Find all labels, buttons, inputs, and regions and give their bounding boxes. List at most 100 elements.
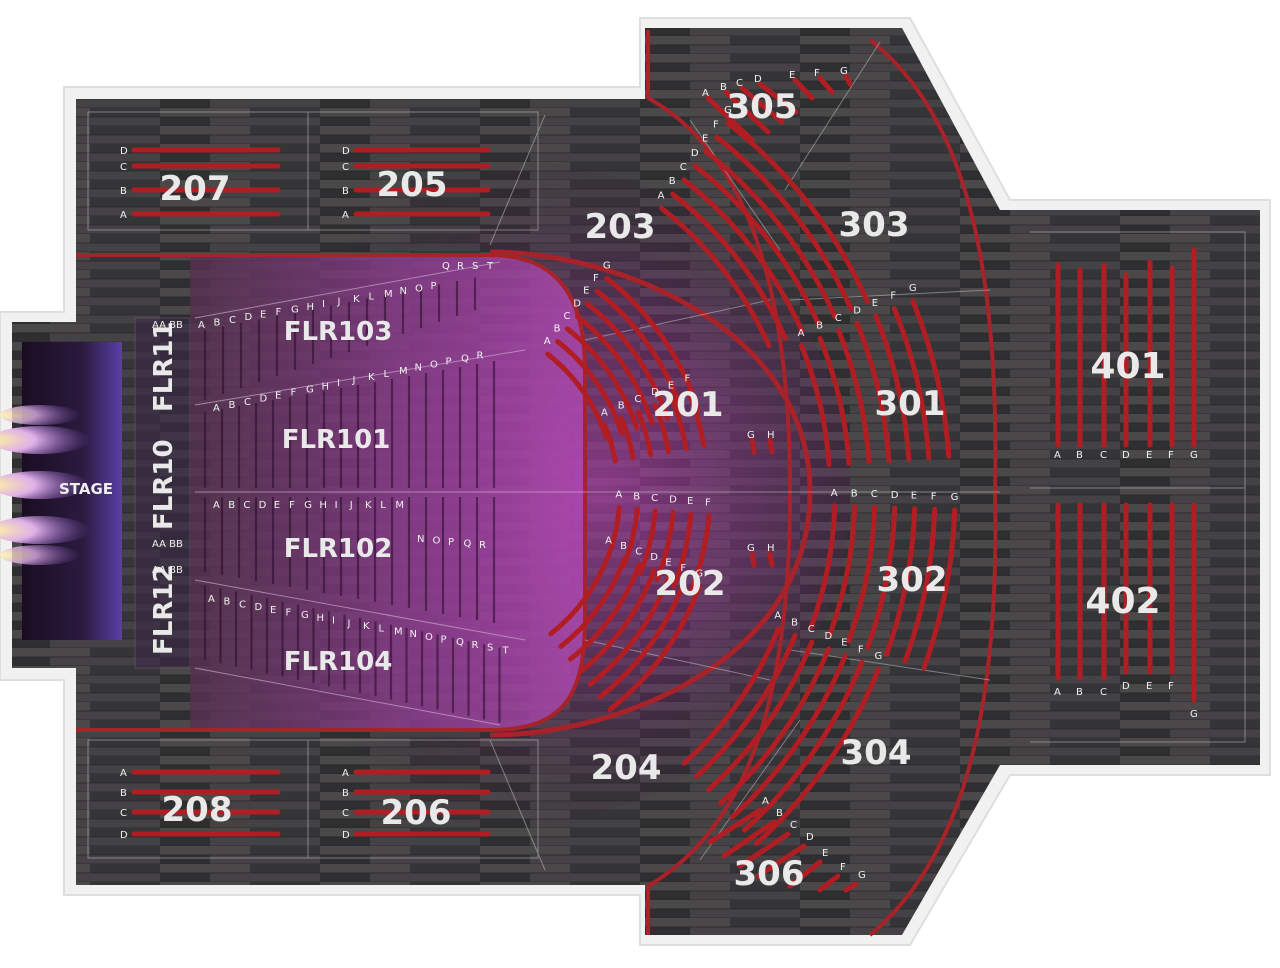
section-306[interactable]: 306 — [734, 854, 805, 894]
section-303[interactable]: 303 — [839, 205, 910, 245]
seat-row-306[interactable] — [787, 859, 823, 889]
seat-row-304[interactable] — [693, 633, 798, 780]
row-label-205: D — [342, 146, 350, 157]
row-label-flr104: G — [301, 610, 309, 621]
seat-row-204[interactable] — [558, 556, 627, 649]
seat-row-302[interactable] — [846, 504, 878, 644]
seat-row-304[interactable] — [742, 659, 865, 833]
seat-row-202[interactable] — [767, 551, 775, 568]
seat-row-302[interactable] — [827, 504, 858, 637]
seat-row-201[interactable] — [635, 409, 654, 458]
seat-row-305[interactable] — [705, 95, 755, 143]
seat-row-301[interactable] — [817, 335, 852, 466]
seat-row-303[interactable] — [681, 177, 805, 334]
seat-row-201[interactable] — [749, 437, 757, 455]
seat-row-201[interactable] — [669, 395, 689, 452]
section-207[interactable]: 207 — [160, 169, 231, 209]
seat-row-303[interactable] — [725, 120, 870, 305]
flr-side-strip[interactable] — [134, 317, 191, 669]
section-206[interactable]: 206 — [381, 793, 452, 833]
seat-row-203[interactable] — [604, 275, 701, 411]
section-flr104[interactable]: FLR104 — [284, 647, 393, 677]
seat-row-301[interactable] — [854, 320, 892, 464]
section-202[interactable]: 202 — [655, 564, 726, 604]
seat-row-202[interactable] — [687, 513, 712, 596]
section-flr10[interactable]: FLR10 — [149, 439, 179, 530]
seat-row-305[interactable] — [792, 77, 815, 101]
row-label-flr103: F — [276, 307, 282, 318]
seat-row-301[interactable] — [799, 343, 832, 468]
seat-row-306[interactable] — [707, 807, 763, 845]
seat-row-302[interactable] — [902, 506, 938, 664]
seat-row-303[interactable] — [670, 191, 788, 341]
section-flr12[interactable]: FLR12 — [149, 564, 179, 655]
seat-row-204[interactable] — [597, 578, 687, 700]
seat-row-204[interactable] — [577, 567, 657, 675]
section-201[interactable]: 201 — [653, 385, 724, 425]
seat-row-202[interactable] — [654, 509, 676, 583]
seat-row-305[interactable] — [757, 81, 799, 115]
seat-row-201[interactable] — [652, 402, 671, 455]
seat-row-204[interactable] — [587, 573, 672, 687]
seat-row-303[interactable] — [714, 134, 854, 312]
seat-row-201[interactable] — [619, 416, 636, 461]
seat-row-306[interactable] — [843, 881, 859, 893]
seat-row-304[interactable] — [754, 666, 882, 846]
seat-row-302[interactable] — [921, 507, 958, 671]
seat-row-203[interactable] — [574, 313, 655, 426]
seat-row-306[interactable] — [721, 819, 777, 859]
seat-row-203[interactable] — [584, 301, 670, 421]
seat-row-202[interactable] — [749, 551, 757, 568]
section-402[interactable]: 402 — [1085, 581, 1160, 622]
seat-row-305[interactable] — [843, 73, 853, 87]
seat-row-303[interactable] — [692, 163, 821, 327]
section-204[interactable]: 204 — [591, 748, 662, 788]
seat-row-304[interactable] — [717, 646, 831, 806]
section-203[interactable]: 203 — [585, 207, 656, 247]
seat-row-306[interactable] — [755, 843, 807, 879]
seat-row-203[interactable] — [594, 288, 685, 416]
section-flr102[interactable]: FLR102 — [284, 534, 393, 564]
seat-row-201[interactable] — [602, 422, 618, 464]
seat-row-201[interactable] — [686, 389, 707, 448]
section-flr101[interactable]: FLR101 — [282, 425, 391, 455]
seat-row-202[interactable] — [637, 508, 658, 576]
seat-row-301[interactable] — [836, 328, 872, 465]
seat-row-301[interactable] — [873, 313, 912, 462]
seat-row-204[interactable] — [548, 551, 612, 637]
seat-row-304[interactable] — [729, 653, 848, 820]
seat-row-203[interactable] — [545, 351, 609, 441]
row-label-402: A — [1054, 687, 1061, 698]
seat-row-204[interactable] — [568, 562, 642, 662]
seat-row-203[interactable] — [564, 326, 640, 431]
seat-row-303[interactable] — [659, 205, 772, 349]
seat-row-304[interactable] — [681, 626, 781, 766]
seat-row-302[interactable] — [883, 506, 918, 657]
section-304[interactable]: 304 — [841, 733, 912, 773]
section-305[interactable]: 305 — [727, 87, 798, 127]
seat-row-305[interactable] — [817, 75, 835, 95]
seat-row-301[interactable] — [910, 298, 952, 459]
seat-row-301[interactable] — [891, 305, 932, 461]
seat-row-305[interactable] — [723, 89, 771, 135]
seat-row-306[interactable] — [737, 831, 791, 869]
seat-row-305[interactable] — [739, 85, 785, 125]
seat-row-201[interactable] — [767, 437, 775, 455]
section-401[interactable]: 401 — [1090, 346, 1165, 387]
seat-row-304[interactable] — [705, 639, 815, 793]
section-208[interactable]: 208 — [162, 790, 233, 830]
row-label-201: E — [668, 380, 674, 391]
seat-row-306[interactable] — [817, 873, 841, 893]
section-205[interactable]: 205 — [377, 165, 448, 205]
section-302[interactable]: 302 — [877, 560, 948, 600]
seat-row-303[interactable] — [703, 149, 838, 319]
seat-row-204[interactable] — [607, 583, 702, 712]
section-flr11[interactable]: FLR11 — [149, 321, 179, 412]
section-flr103[interactable]: FLR103 — [284, 317, 393, 347]
seat-row-203[interactable] — [555, 339, 625, 436]
section-301[interactable]: 301 — [875, 384, 946, 424]
seat-row-302[interactable] — [865, 505, 898, 651]
seat-row-302[interactable] — [808, 503, 838, 630]
seat-row-202[interactable] — [671, 511, 694, 589]
